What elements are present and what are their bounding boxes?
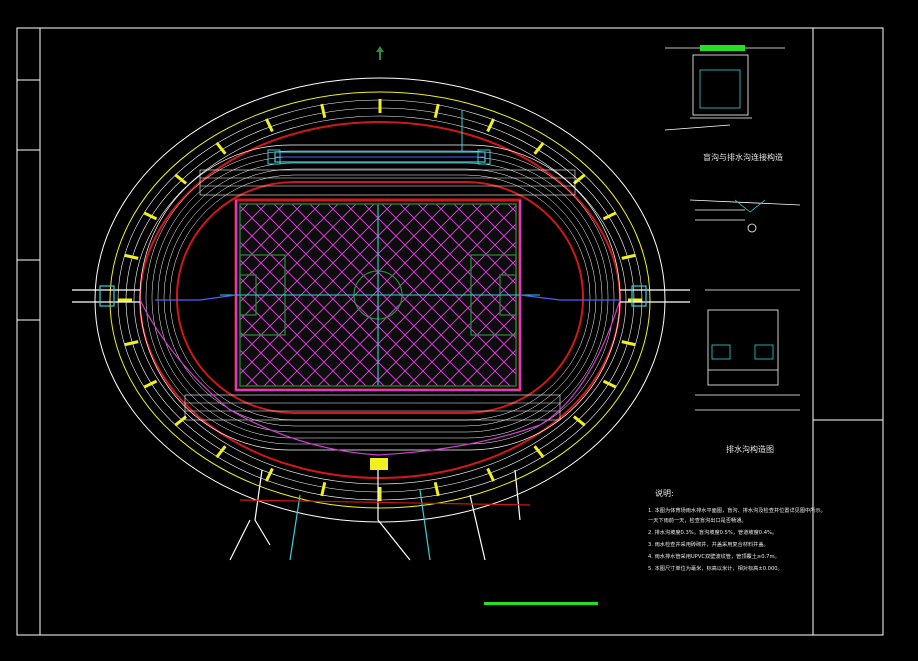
football-field: [48, 198, 540, 392]
side-drains: [72, 285, 690, 456]
stand-marker: [143, 211, 158, 221]
drawing-frame: [16, 27, 884, 636]
field-hatch-line: [48, 204, 230, 386]
stand-marker: [572, 415, 586, 427]
detail-trench-section: [689, 199, 801, 233]
note-line: 4. 雨水排水管采用UPVC双壁波纹管，管顶覆土≥0.7m。: [648, 552, 780, 560]
field-hatch-line: [240, 313, 313, 386]
notes-list: 1. 本图为体育场雨水排水平面图，盲沟、排水沟及检查井位置详见图中所示。 一天下…: [648, 506, 826, 572]
field-hatch-line: [435, 204, 516, 285]
stand-marker: [320, 103, 327, 119]
top-drain-pipe: [267, 110, 491, 165]
note-line: 1. 本图为体育场雨水排水平面图，盲沟、排水沟及检查井位置详见图中所示。: [648, 506, 826, 514]
stand-marker: [533, 141, 545, 155]
field-hatch-line: [240, 295, 331, 386]
stand-marker: [264, 118, 274, 133]
detail-drain-ditch: [695, 289, 800, 411]
field-hatch-line: [453, 204, 516, 267]
straight-lanes: [184, 169, 576, 421]
stand-marker: [215, 445, 227, 459]
detail3-title: 排水沟构造图: [726, 444, 774, 454]
note-line: 3. 雨水检查井采用砖砌井，井盖采用复合材料井盖。: [648, 540, 769, 548]
field-hatch-line: [479, 349, 516, 386]
stand-marker: [602, 211, 617, 221]
field-hatch-line: [240, 204, 321, 285]
stand-marker: [621, 253, 636, 260]
stand-marker: [174, 415, 188, 427]
stand-marker: [572, 173, 586, 185]
stand-marker: [433, 103, 440, 119]
north-arrow-icon: [376, 46, 384, 60]
stand-marker: [320, 481, 327, 497]
stand-marker: [124, 340, 139, 347]
stand-marker: [621, 340, 636, 347]
stand-markers: [118, 99, 642, 501]
field-hatch-line: [425, 295, 516, 386]
field-hatch-line: [240, 349, 277, 386]
stand-marker: [174, 173, 188, 185]
field-hatch-line: [240, 204, 285, 249]
scale-bar: [484, 602, 598, 605]
note-line: 2. 排水沟坡度0.3%，盲沟坡度0.5%，管道坡度0.4%。: [648, 528, 777, 536]
detail-blind-ditch-connection: [664, 45, 785, 131]
field-hatch-line: [240, 331, 295, 386]
note-line: 一天下雨前一天，检查盲沟出口是否畅通。: [648, 516, 747, 524]
note-line: 5. 本图尺寸单位为毫米，标高以米计，相对标高±0.000。: [648, 564, 783, 572]
detail1-title: 盲沟与排水沟连接构造: [703, 152, 783, 162]
stand-marker: [486, 467, 496, 482]
stand-marker: [486, 118, 496, 133]
stand-marker: [215, 141, 227, 155]
running-track: [139, 144, 621, 451]
stand-marker: [264, 467, 274, 482]
field-hatch-line: [461, 331, 516, 386]
stand-marker: [143, 379, 158, 389]
stand-marker: [602, 379, 617, 389]
field-hatch-line: [443, 313, 516, 386]
stand-marker: [124, 253, 139, 260]
field-hatch-line: [240, 204, 303, 267]
notes-heading: 说明:: [655, 488, 674, 498]
stand-marker: [533, 445, 545, 459]
outfall-pipes: [229, 458, 531, 561]
field-hatch-line: [240, 385, 241, 386]
stand-marker: [433, 481, 440, 497]
field-hatch-line: [471, 204, 516, 249]
